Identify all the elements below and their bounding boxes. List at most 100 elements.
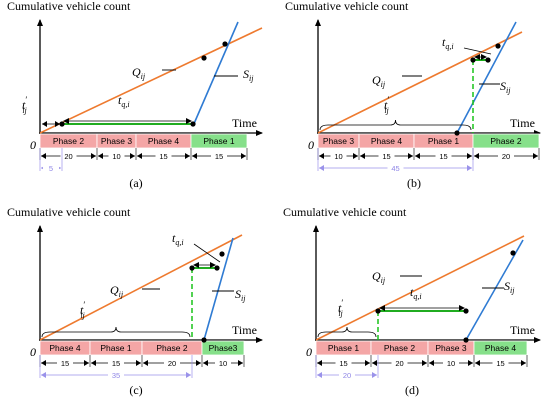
duration-label: 10	[447, 359, 455, 368]
duration-label: 10	[112, 152, 120, 161]
phase-label: Phase 1	[328, 343, 359, 353]
duration-label-bg	[60, 152, 77, 160]
duration-label: 15	[439, 152, 447, 161]
key-point	[454, 130, 460, 136]
panel-label: (d)	[405, 383, 419, 397]
key-point	[375, 308, 381, 314]
offset-time-label: t′ij	[22, 95, 28, 115]
origin-label: 0	[308, 138, 314, 152]
phase-label: Phase 4	[371, 136, 402, 146]
duration-label-bg	[164, 359, 180, 367]
offset-label: 5	[49, 164, 53, 173]
x-axis-title: Time	[510, 323, 535, 337]
key-point	[214, 265, 220, 271]
duration-label: 15	[112, 359, 120, 368]
phase-label: Phase 2	[384, 343, 415, 353]
offset-brace	[319, 119, 472, 131]
phase-label: Phase 2	[156, 343, 187, 353]
duration-label-bg	[335, 359, 352, 367]
key-point	[201, 337, 207, 343]
offset-label: 20	[343, 371, 351, 380]
phase-block	[473, 340, 528, 356]
phase-label: Phase 3	[435, 343, 466, 353]
duration-label-bg	[391, 359, 408, 367]
duration-label: 20	[395, 359, 403, 368]
key-point	[219, 251, 225, 257]
key-point	[189, 265, 195, 271]
duration-label-bg	[435, 152, 452, 160]
departure-curve	[192, 21, 239, 127]
y-axis-title: Cumulative vehicle count	[283, 205, 407, 219]
duration-label-bg	[108, 152, 125, 160]
queue-time-label: tq,i	[410, 285, 422, 301]
offset-label: 45	[391, 164, 399, 173]
arrival-label: Qij	[132, 65, 146, 81]
offset-brace	[41, 326, 191, 338]
duration-label-bg	[155, 152, 172, 160]
duration-label: 20	[64, 152, 72, 161]
origin-label: 0	[30, 138, 36, 152]
phase-block	[201, 340, 245, 356]
key-point	[463, 308, 469, 314]
phase-block	[190, 133, 248, 149]
phase-label: Phase 2	[53, 136, 84, 146]
departure-curve	[465, 239, 524, 341]
duration-label-bg	[492, 359, 509, 367]
arrival-label: Qij	[372, 73, 386, 89]
departure-label: Sij	[504, 279, 515, 295]
offset-time-label: t′ij	[384, 95, 390, 115]
duration-label: 15	[215, 152, 223, 161]
x-axis-title: Time	[510, 116, 535, 130]
arrival-curve	[315, 235, 525, 341]
phase-label: Phase 1	[428, 136, 459, 146]
queue-time-leader	[193, 243, 221, 263]
departure-curve	[456, 21, 517, 134]
departure-label: Sij	[235, 287, 246, 303]
y-axis-title: Cumulative vehicle count	[7, 0, 131, 13]
key-point	[59, 121, 65, 127]
arrival-label: Qij	[372, 269, 386, 285]
duration-label: 15	[382, 152, 390, 161]
phase-label: Phase 3	[323, 136, 354, 146]
offset-time-label: t′ij	[80, 300, 86, 320]
duration-label-bg	[57, 359, 73, 367]
duration-label: 10	[334, 152, 342, 161]
x-axis-title: Time	[232, 116, 257, 130]
duration-label-bg	[108, 359, 124, 367]
key-point	[190, 121, 196, 127]
duration-label: 10	[219, 359, 227, 368]
departure-label: Sij	[243, 67, 254, 83]
offset-label-bg	[108, 371, 124, 379]
arrival-curve	[317, 31, 523, 134]
x-axis-title: Time	[232, 323, 257, 337]
duration-label: 15	[496, 359, 504, 368]
origin-label: 0	[30, 345, 36, 359]
key-point	[495, 43, 501, 49]
y-axis-title: Cumulative vehicle count	[285, 0, 409, 13]
key-point	[485, 57, 491, 63]
duration-label-bg	[443, 359, 459, 367]
departure-label: Sij	[500, 79, 511, 95]
duration-label-bg	[498, 152, 514, 160]
panel-label: (c)	[129, 383, 142, 397]
duration-label: 15	[159, 152, 167, 161]
phase-label: Phase 1	[100, 343, 131, 353]
duration-label: 20	[168, 359, 176, 368]
key-point	[222, 41, 228, 47]
panel-label: (b)	[407, 176, 421, 190]
offset-brace	[317, 326, 377, 338]
offset-label-bg	[387, 164, 404, 172]
key-point	[510, 250, 516, 256]
panel-label: (a)	[129, 176, 142, 190]
arrival-curve	[39, 234, 243, 341]
duration-label-bg	[215, 359, 231, 367]
phase-label: Phase3	[209, 343, 238, 353]
duration-label: 20	[502, 152, 510, 161]
offset-time-label: t′ij	[338, 298, 344, 318]
phase-label: Phase 4	[148, 136, 179, 146]
